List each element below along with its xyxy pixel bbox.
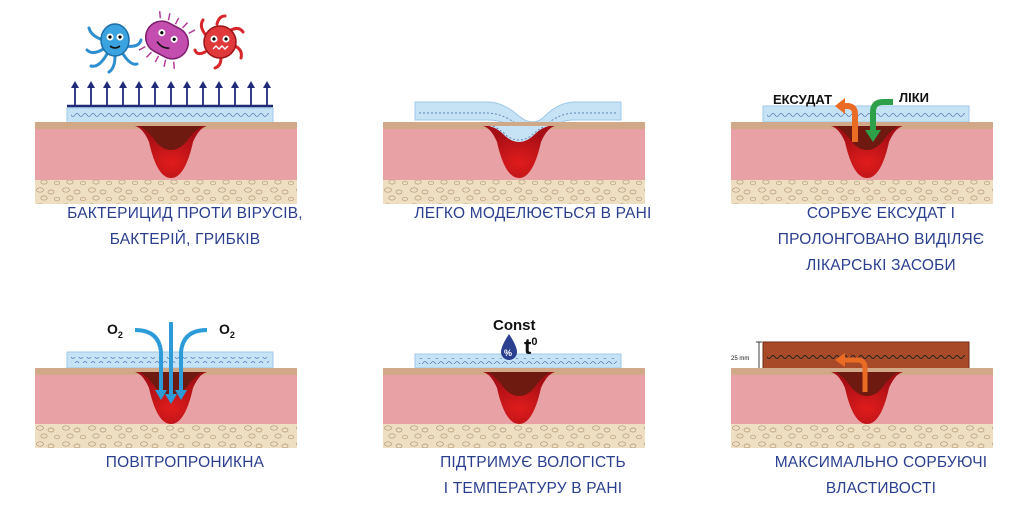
medicine-arrow-icon: [865, 99, 893, 142]
oxygen-label-right: O2: [219, 321, 235, 340]
blue-virus-icon: [85, 23, 143, 74]
moisture-illustration: % Const t0: [383, 317, 645, 448]
oxygen-label-left: O2: [107, 321, 123, 340]
caption-line: ЛІКАРСЬКІ ЗАСОБИ: [806, 257, 956, 274]
oxygen-arrows-icon: [134, 322, 208, 396]
temperature-label: t0: [524, 334, 537, 359]
panel-exudate: ЕКСУДАТ ЛІКИ СОРБУЄ ЕКСУДАТ І ПРОЛОНГОВА…: [731, 10, 1024, 274]
exudate-arrow-icon: [835, 98, 858, 142]
caption: ПОВІТРОПРОНИКНА: [35, 450, 335, 476]
moisture-drop-icon: %: [501, 334, 517, 360]
medicine-label: ЛІКИ: [899, 90, 929, 105]
skin-cross-section: [35, 368, 297, 448]
panel-moisture: % Const t0 ПІДТРИМУЄ ВОЛОГІСТЬ І ТЕМПЕРА…: [383, 264, 683, 514]
caption-line: БАКТЕРИЦИД ПРОТИ ВІРУСІВ,: [67, 205, 303, 222]
const-label: Const: [493, 317, 536, 334]
absorb-arrow-icon: [835, 353, 868, 392]
caption: СОРБУЄ ЕКСУДАТ І ПРОЛОНГОВАНО ВИДІЛЯЄ ЛІ…: [731, 201, 1024, 279]
breathable-illustration: O2 O2: [35, 321, 297, 448]
panel-bactericide: БАКТЕРИЦИД ПРОТИ ВІРУСІВ, БАКТЕРІЙ, ГРИБ…: [35, 10, 335, 260]
caption-line: ЛЕГКО МОДЕЛЮЄТЬСЯ В РАНІ: [414, 205, 652, 222]
caption: БАКТЕРИЦИД ПРОТИ ВІРУСІВ, БАКТЕРІЙ, ГРИБ…: [35, 201, 335, 253]
caption-line: ПРОЛОНГОВАНО ВИДІЛЯЄ: [777, 231, 985, 248]
panel-breathable: O2 O2 ПОВІТРОПРОНИКНА: [35, 264, 335, 514]
caption-line: ПОВІТРОПРОНИКНА: [105, 454, 265, 471]
svg-text:%: %: [504, 348, 512, 358]
skin-cross-section: [383, 122, 645, 204]
caption-line: І ТЕМПЕРАТУРУ В РАНІ: [443, 480, 623, 497]
exudate-label: ЕКСУДАТ: [773, 92, 832, 107]
caption-line: СОРБУЄ ЕКСУДАТ І: [806, 205, 956, 222]
absorbent-illustration: 25 mm: [731, 341, 993, 448]
skin-cross-section: [731, 368, 993, 448]
barrier-arrows: [67, 81, 273, 108]
skin-cross-section: [383, 368, 645, 448]
caption-line: ВЛАСТИВОСТІ: [825, 480, 937, 497]
caption: ЛЕГКО МОДЕЛЮЄТЬСЯ В РАНІ: [383, 201, 683, 227]
caption: ПІДТРИМУЄ ВОЛОГІСТЬ І ТЕМПЕРАТУРУ В РАНІ: [383, 450, 683, 502]
thickness-label: 25 mm: [731, 356, 749, 362]
caption: МАКСИМАЛЬНО СОРБУЮЧІ ВЛАСТИВОСТІ: [731, 450, 1024, 502]
caption-line: ПІДТРИМУЄ ВОЛОГІСТЬ: [440, 454, 626, 471]
skin-cross-section: [35, 122, 297, 204]
skin-cross-section: [731, 122, 993, 204]
purple-bacterium-icon: [138, 11, 196, 69]
moldable-illustration: [383, 101, 645, 204]
caption-line: БАКТЕРІЙ, ГРИБКІВ: [109, 231, 261, 248]
exudate-illustration: ЕКСУДАТ ЛІКИ: [731, 90, 993, 204]
caption-line: МАКСИМАЛЬНО СОРБУЮЧІ: [774, 454, 988, 471]
red-germ-icon: [193, 14, 245, 70]
bactericide-illustration: [35, 11, 297, 204]
thickness-marker: [756, 341, 762, 371]
panel-absorbent: 25 mm МАКСИМАЛЬНО СОРБУЮЧІ ВЛАСТИВОСТІ: [731, 264, 1024, 514]
panel-moldable: ЛЕГКО МОДЕЛЮЄТЬСЯ В РАНІ: [383, 10, 683, 260]
